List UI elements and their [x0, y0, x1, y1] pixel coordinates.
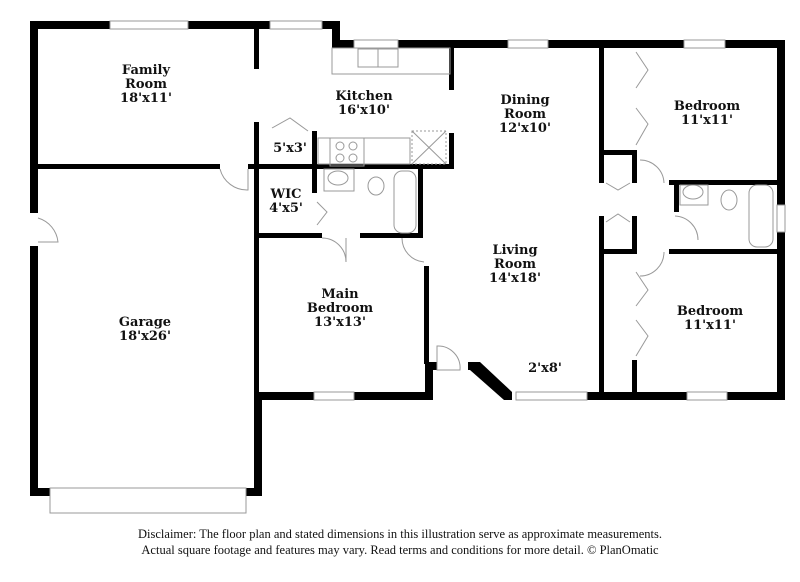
room-name: Bedroom — [673, 99, 741, 114]
disclaimer: Disclaimer: The floor plan and stated di… — [0, 526, 800, 558]
room-label-entry-alcove: 2'x8' — [528, 362, 562, 376]
room-label-bedroom-ne: Bedroom 11'x11' — [674, 100, 740, 128]
room-dimensions: 13'x13' — [314, 315, 366, 330]
windows — [49, 20, 786, 514]
room-label-garage: Garage 18'x26' — [119, 316, 171, 344]
room-label-wic: WIC 4'x5' — [269, 188, 303, 216]
room-name: Main — [321, 287, 359, 302]
room-dimensions: 14'x18' — [489, 271, 541, 286]
room-label-pantry: 5'x3' — [273, 142, 307, 156]
room-dimensions: 18'x26' — [119, 329, 171, 344]
disclaimer-line-2: Actual square footage and features may v… — [141, 543, 659, 557]
walls — [30, 21, 785, 496]
fixtures — [37, 47, 774, 371]
room-name: Living — [492, 243, 538, 258]
room-dimensions: 11'x11' — [684, 318, 736, 333]
room-dimensions: 16'x10' — [338, 103, 390, 118]
room-dimensions: 12'x10' — [499, 121, 551, 136]
room-label-dining-room: Dining Room 12'x10' — [499, 94, 551, 136]
room-label-family-room: Family Room 18'x11' — [120, 64, 172, 106]
room-name: WIC — [270, 187, 302, 202]
room-name: Family — [121, 63, 171, 78]
disclaimer-line-1: Disclaimer: The floor plan and stated di… — [138, 527, 662, 541]
room-name: Room — [494, 257, 536, 272]
room-label-kitchen: Kitchen 16'x10' — [335, 90, 392, 118]
room-name: Room — [504, 107, 546, 122]
room-name: Bedroom — [676, 304, 744, 319]
room-label-living-room: Living Room 14'x18' — [489, 244, 541, 286]
room-dimensions: 4'x5' — [269, 201, 303, 216]
room-name: Dining — [500, 93, 550, 108]
room-label-bedroom-se: Bedroom 11'x11' — [677, 305, 743, 333]
room-name: Kitchen — [335, 89, 393, 104]
room-dimensions: 2'x8' — [528, 361, 562, 376]
room-dimensions: 5'x3' — [273, 141, 307, 156]
room-label-main-bedroom: Main Bedroom 13'x13' — [307, 288, 373, 330]
room-dimensions: 18'x11' — [120, 91, 172, 106]
room-name: Bedroom — [306, 301, 374, 316]
room-dimensions: 11'x11' — [681, 113, 733, 128]
room-name: Garage — [118, 315, 172, 330]
room-name: Room — [125, 77, 167, 92]
